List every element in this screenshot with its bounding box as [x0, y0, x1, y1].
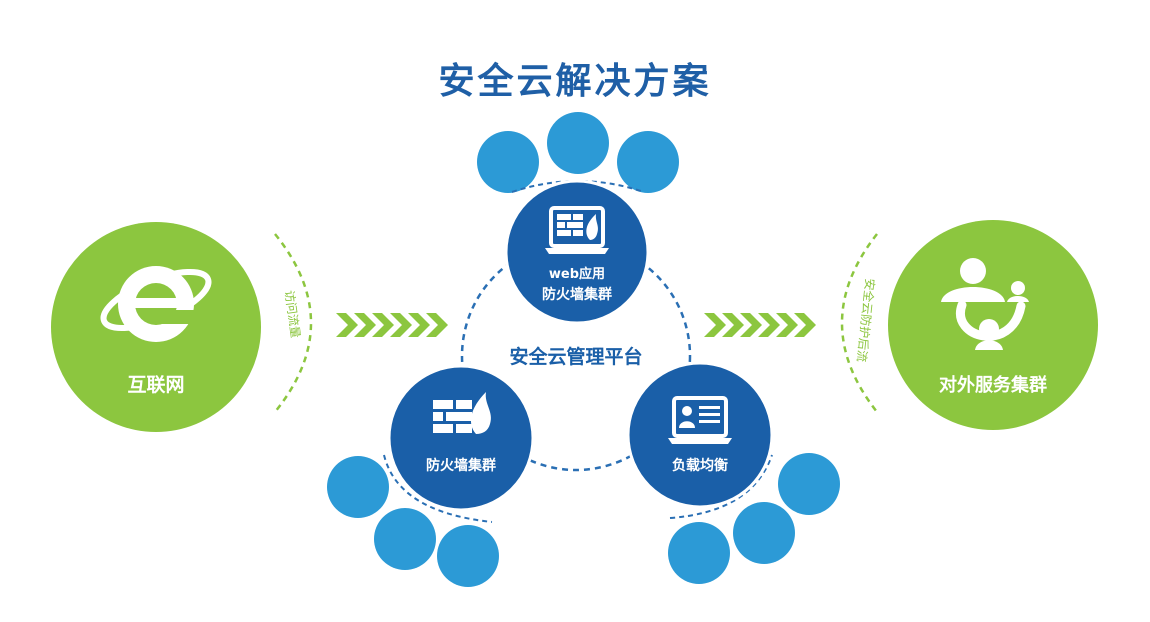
chevron-right-icon — [408, 313, 430, 337]
incoming-arc — [274, 233, 313, 413]
outgoing-arc — [840, 233, 878, 413]
satellite-circle — [668, 522, 730, 584]
firewall-label: 防火墙集群 — [426, 457, 496, 474]
outgoing-traffic-label: 安全云防护后流 — [854, 278, 878, 363]
platform-ring — [460, 240, 692, 472]
incoming-traffic-label: 访问流量 — [282, 289, 303, 338]
load-balancer-label: 负载均衡 — [672, 457, 728, 474]
chevron-right-icon — [390, 313, 412, 337]
web-firewall-label-line1: web应用 — [549, 266, 605, 282]
satellite-circle — [327, 456, 389, 518]
web-firewall-node: web应用 防火墙集群 — [504, 179, 650, 325]
page-title: 安全云解决方案 — [438, 60, 711, 102]
chevron-right-icon — [758, 313, 780, 337]
chevron-right-icon — [722, 313, 744, 337]
load-balancer-node: 负载均衡 — [626, 361, 774, 509]
satellite-circle — [374, 508, 436, 570]
outgoing-arrows — [704, 313, 816, 337]
satellite-circle — [778, 453, 840, 515]
left-satellite-cluster — [327, 454, 499, 587]
monitor-user-icon — [668, 396, 732, 444]
chevron-right-icon — [354, 313, 376, 337]
chevron-right-icon — [704, 313, 726, 337]
chevron-right-icon — [426, 313, 448, 337]
chevron-right-icon — [776, 313, 798, 337]
satellite-arc — [383, 454, 493, 523]
satellite-circle — [547, 112, 609, 174]
chevron-right-icon — [336, 313, 358, 337]
satellite-circle — [733, 502, 795, 564]
web-firewall-label-line2: 防火墙集群 — [542, 286, 612, 303]
satellite-circle — [617, 131, 679, 193]
node-circle — [387, 364, 535, 512]
firewall-icon — [433, 392, 491, 434]
satellite-circle — [477, 131, 539, 193]
top-satellite-cluster — [477, 112, 679, 193]
service-cluster-node: 对外服务集群 — [888, 220, 1098, 430]
internet-label: 互联网 — [127, 374, 184, 396]
chevron-right-icon — [794, 313, 816, 337]
monitor-firewall-icon — [545, 206, 609, 254]
satellite-circle — [437, 525, 499, 587]
service-cluster-label: 对外服务集群 — [939, 374, 1047, 396]
incoming-arrows — [336, 313, 448, 337]
internet-explorer-icon — [100, 266, 212, 342]
user-group-icon — [941, 258, 1029, 350]
platform-label: 安全云管理平台 — [509, 345, 642, 368]
internet-node: 互联网 — [51, 222, 261, 432]
chevron-right-icon — [740, 313, 762, 337]
right-satellite-cluster — [668, 453, 840, 584]
firewall-node: 防火墙集群 — [387, 364, 535, 512]
chevron-right-icon — [372, 313, 394, 337]
